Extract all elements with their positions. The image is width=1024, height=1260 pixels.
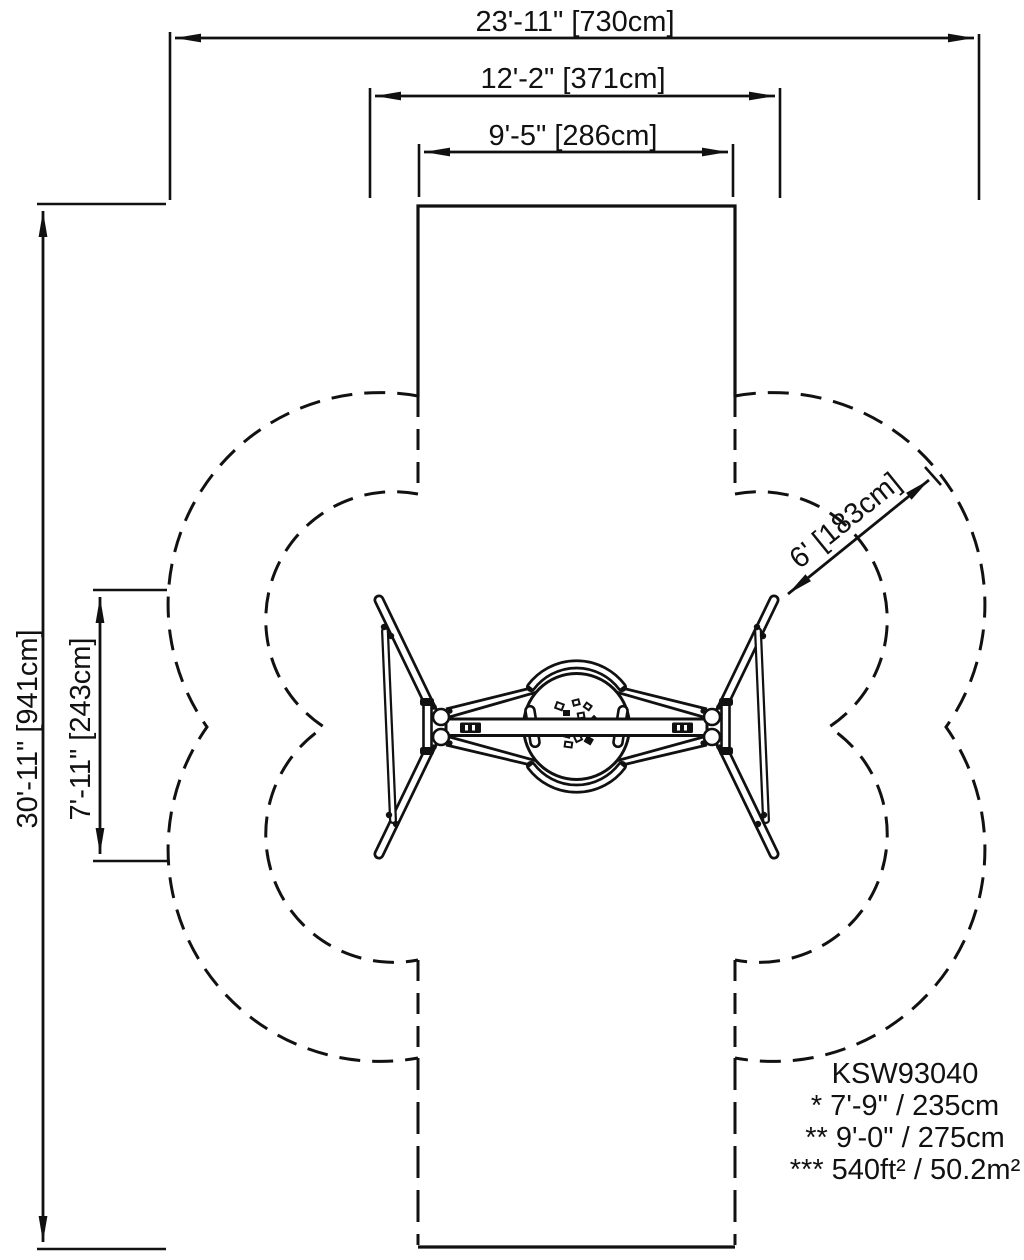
bolt bbox=[700, 740, 706, 746]
beam-clamp-left bbox=[460, 722, 481, 733]
rim-band-bottom-inner bbox=[529, 764, 624, 791]
frame-braces bbox=[380, 623, 770, 828]
arm bbox=[615, 734, 708, 763]
frame-width-label: 12'-2" [371cm] bbox=[480, 63, 665, 95]
arm bbox=[615, 690, 708, 720]
swing-frame bbox=[373, 594, 780, 860]
dimension-frame-depth: 7'-11" [243cm] bbox=[65, 588, 167, 863]
arm bbox=[617, 685, 708, 711]
leg-inner bbox=[376, 597, 437, 717]
axle-cap bbox=[719, 747, 733, 755]
axle-plate bbox=[422, 701, 433, 753]
axle-plate bbox=[720, 701, 731, 753]
bolt bbox=[447, 740, 453, 746]
leg-inner bbox=[376, 737, 437, 857]
note-area: *** 540ft² / 50.2m² bbox=[790, 1154, 1021, 1186]
notes-block: KSW93040 * 7'-9" / 235cm ** 9'-0" / 275c… bbox=[790, 1058, 1021, 1186]
note-alt-height: ** 9'-0" / 275cm bbox=[805, 1122, 1005, 1154]
overall-width-label: 23'-11" [730cm] bbox=[475, 6, 674, 38]
bay-width-label: 9'-5" [286cm] bbox=[489, 120, 658, 152]
arm bbox=[445, 690, 538, 720]
leg-inner bbox=[716, 737, 777, 857]
pivot-bearing bbox=[702, 707, 722, 727]
dimension-arrow-line bbox=[787, 478, 930, 596]
rim-band-top-inner bbox=[529, 662, 624, 689]
top-beam bbox=[444, 717, 709, 737]
dimension-overall-width: 23'-11" [730cm] bbox=[168, 6, 981, 200]
model-number: KSW93040 bbox=[832, 1058, 979, 1090]
axle-cap bbox=[719, 698, 733, 706]
arm bbox=[617, 743, 708, 768]
axle-left bbox=[420, 698, 453, 755]
use-zone-outer-left-arc bbox=[166, 391, 419, 1063]
use-zone-inner-left-arc bbox=[264, 490, 419, 964]
arm bbox=[445, 685, 536, 711]
axle-cap bbox=[420, 747, 434, 755]
use-zone-radius-label: 6' [183cm] bbox=[784, 467, 907, 575]
pivot-bearing bbox=[431, 707, 451, 727]
note-beam-height: * 7'-9" / 235cm bbox=[811, 1090, 999, 1122]
axle-cap bbox=[420, 698, 434, 706]
arm bbox=[445, 734, 538, 763]
axle-right bbox=[700, 698, 733, 755]
brace-inner bbox=[383, 629, 395, 822]
bolt bbox=[447, 708, 453, 714]
end-tick bbox=[924, 466, 942, 486]
frame-depth-label: 7'-11" [243cm] bbox=[65, 638, 97, 821]
pivot-bearing bbox=[702, 727, 722, 747]
upper-bay-outline bbox=[416, 204, 737, 397]
dimension-frame-width: 12'-2" [371cm] bbox=[368, 63, 782, 198]
dimension-overall-depth: 30'-11" [941cm] bbox=[12, 202, 166, 1251]
footprint-outline bbox=[416, 204, 737, 1249]
arm bbox=[445, 743, 536, 768]
brace-inner bbox=[756, 629, 768, 822]
pivot-bearing bbox=[431, 727, 451, 747]
use-zone-outer-right-arc bbox=[734, 391, 987, 1063]
basket-arms bbox=[445, 685, 708, 768]
beam-tube bbox=[444, 717, 709, 737]
dimension-use-zone-radius: 6' [183cm] bbox=[784, 466, 942, 596]
beam-clamp-right bbox=[672, 722, 693, 733]
frame-legs bbox=[373, 594, 780, 860]
leg-inner bbox=[716, 597, 777, 717]
bolt bbox=[700, 708, 706, 714]
dimension-bay-width: 9'-5" [286cm] bbox=[417, 120, 735, 197]
overall-depth-label: 30'-11" [941cm] bbox=[12, 629, 44, 828]
use-zone-connector-lines bbox=[416, 396, 737, 1058]
lower-bay-dashed-sides bbox=[416, 1058, 737, 1245]
